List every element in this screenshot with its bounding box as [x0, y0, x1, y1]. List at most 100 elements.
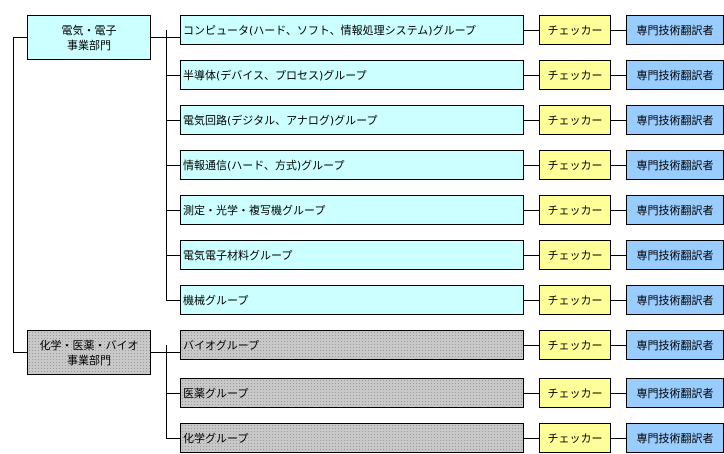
translator-label: 専門技術翻訳者	[636, 249, 714, 262]
group-connector	[166, 165, 180, 166]
translator-box: 専門技術翻訳者	[626, 378, 724, 408]
translator-label: 専門技術翻訳者	[636, 69, 714, 82]
department-chem-bio: 化学・医薬・バイオ事業部門	[27, 330, 151, 375]
group-to-checker-connector	[524, 210, 539, 211]
group-label: 測定・光学・複写機グループ	[183, 204, 326, 217]
checker-box: チェッカー	[539, 378, 611, 408]
checker-to-translator-connector	[611, 75, 626, 76]
checker-label: チェッカー	[547, 249, 603, 262]
checker-label: チェッカー	[547, 204, 603, 217]
checker-to-translator-connector	[611, 255, 626, 256]
department-label-line: 電気・電子	[61, 23, 117, 37]
checker-label: チェッカー	[547, 432, 603, 445]
department-label: 化学・医薬・バイオ事業部門	[40, 338, 139, 368]
translator-box: 専門技術翻訳者	[626, 60, 724, 90]
translator-label: 専門技術翻訳者	[636, 432, 714, 445]
group-box: コンピュータ(ハード、ソフト、情報処理システム)グループ	[180, 15, 524, 45]
checker-to-translator-connector	[611, 120, 626, 121]
translator-box: 専門技術翻訳者	[626, 423, 724, 453]
translator-label: 専門技術翻訳者	[636, 24, 714, 37]
checker-box: チェッカー	[539, 330, 611, 360]
group-label: バイオグループ	[183, 339, 260, 352]
checker-label: チェッカー	[547, 69, 603, 82]
group-connector	[166, 393, 180, 394]
translator-box: 専門技術翻訳者	[626, 195, 724, 225]
translator-label: 専門技術翻訳者	[636, 204, 714, 217]
dept-to-group-connector-electronics	[151, 37, 180, 38]
checker-label: チェッカー	[547, 159, 603, 172]
group-to-checker-connector	[524, 393, 539, 394]
group-connector	[166, 300, 180, 301]
department-label-line: 化学・医薬・バイオ	[39, 338, 139, 352]
group-label: 機械グループ	[183, 294, 249, 307]
checker-label: チェッカー	[547, 24, 603, 37]
group-to-checker-connector	[524, 345, 539, 346]
checker-label: チェッカー	[547, 294, 603, 307]
group-label: 半導体(デバイス、プロセス)グループ	[183, 69, 367, 82]
group-branch-line-chem-bio	[166, 345, 167, 439]
translator-box: 専門技術翻訳者	[626, 150, 724, 180]
checker-box: チェッカー	[539, 240, 611, 270]
checker-to-translator-connector	[611, 300, 626, 301]
translator-label: 専門技術翻訳者	[636, 114, 714, 127]
group-label: 電気電子材料グループ	[183, 249, 293, 262]
group-box: 医薬グループ	[180, 378, 524, 408]
checker-to-translator-connector	[611, 165, 626, 166]
group-to-checker-connector	[524, 75, 539, 76]
group-box: 半導体(デバイス、プロセス)グループ	[180, 60, 524, 90]
checker-box: チェッカー	[539, 60, 611, 90]
group-label: コンピュータ(ハード、ソフト、情報処理システム)グループ	[183, 24, 476, 37]
group-box: 情報通信(ハード、方式)グループ	[180, 150, 524, 180]
main-trunk-line	[13, 37, 14, 353]
group-label: 情報通信(ハード、方式)グループ	[183, 159, 345, 172]
group-box: 化学グループ	[180, 423, 524, 453]
department-electronics: 電気・電子事業部門	[27, 15, 151, 60]
group-connector	[166, 438, 180, 439]
checker-to-translator-connector	[611, 345, 626, 346]
group-to-checker-connector	[524, 255, 539, 256]
translator-box: 専門技術翻訳者	[626, 105, 724, 135]
group-to-checker-connector	[524, 120, 539, 121]
group-connector	[166, 120, 180, 121]
group-label: 電気回路(デジタル、アナログ)グループ	[183, 114, 378, 127]
checker-box: チェッカー	[539, 105, 611, 135]
department-label-line: 事業部門	[67, 353, 111, 367]
checker-box: チェッカー	[539, 195, 611, 225]
checker-to-translator-connector	[611, 30, 626, 31]
translator-box: 専門技術翻訳者	[626, 15, 724, 45]
department-label: 電気・電子事業部門	[62, 23, 117, 53]
checker-to-translator-connector	[611, 393, 626, 394]
group-to-checker-connector	[524, 165, 539, 166]
checker-box: チェッカー	[539, 150, 611, 180]
trunk-connector-chem-bio	[13, 352, 27, 353]
checker-box: チェッカー	[539, 423, 611, 453]
checker-box: チェッカー	[539, 285, 611, 315]
group-label: 化学グループ	[183, 432, 249, 445]
group-connector	[166, 75, 180, 76]
trunk-connector-electronics	[13, 37, 27, 38]
group-connector	[166, 255, 180, 256]
group-box: バイオグループ	[180, 330, 524, 360]
group-to-checker-connector	[524, 30, 539, 31]
department-label-line: 事業部門	[67, 38, 111, 52]
translator-box: 専門技術翻訳者	[626, 330, 724, 360]
translator-label: 専門技術翻訳者	[636, 387, 714, 400]
group-box: 測定・光学・複写機グループ	[180, 195, 524, 225]
translator-box: 専門技術翻訳者	[626, 240, 724, 270]
translator-label: 専門技術翻訳者	[636, 339, 714, 352]
checker-label: チェッカー	[547, 114, 603, 127]
group-connector	[166, 210, 180, 211]
checker-to-translator-connector	[611, 210, 626, 211]
group-to-checker-connector	[524, 438, 539, 439]
checker-label: チェッカー	[547, 339, 603, 352]
group-box: 電気電子材料グループ	[180, 240, 524, 270]
checker-to-translator-connector	[611, 438, 626, 439]
translator-label: 専門技術翻訳者	[636, 159, 714, 172]
group-to-checker-connector	[524, 300, 539, 301]
checker-label: チェッカー	[547, 387, 603, 400]
translator-box: 専門技術翻訳者	[626, 285, 724, 315]
group-label: 医薬グループ	[183, 387, 249, 400]
group-box: 機械グループ	[180, 285, 524, 315]
dept-to-group-connector-chem-bio	[151, 352, 180, 353]
translator-label: 専門技術翻訳者	[636, 294, 714, 307]
